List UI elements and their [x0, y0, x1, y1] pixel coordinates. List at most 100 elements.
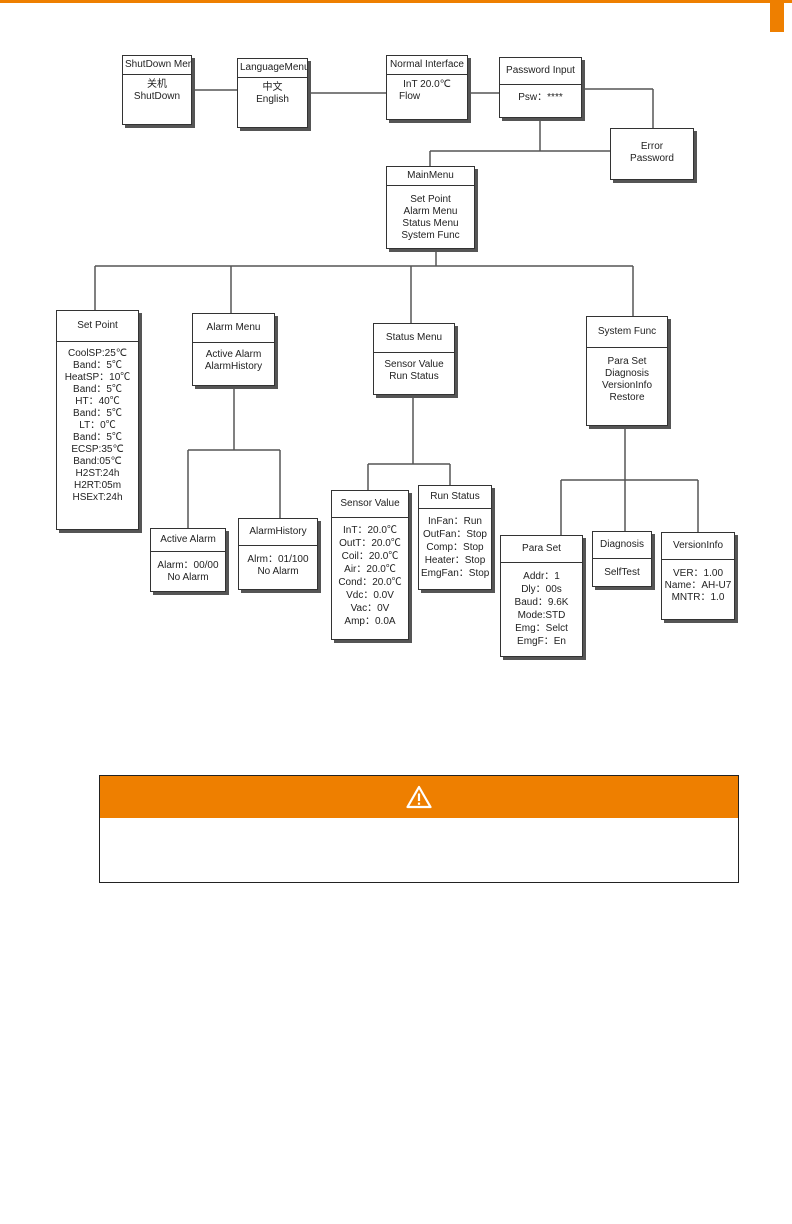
box-line: Vdc：0.0V: [346, 590, 394, 601]
box-line: EmgF：En: [517, 636, 566, 647]
box-line: Amp：0.0A: [344, 616, 396, 627]
box-line: Band:05℃: [73, 456, 122, 467]
box-line: Active Alarm: [205, 349, 262, 360]
box-line: Status Menu: [402, 218, 459, 229]
language-menu-box: LanguageMenu 中文 English: [237, 58, 308, 128]
box-line: InT 20.0℃: [403, 79, 451, 90]
box-line: No Alarm: [167, 572, 209, 583]
box-title: MainMenu: [387, 167, 474, 186]
box-title: VersionInfo: [662, 533, 734, 560]
box-line: HeatSP：10℃: [64, 372, 131, 383]
alarm-menu-box: Alarm Menu Active Alarm AlarmHistory: [192, 313, 275, 386]
box-line: Heater：Stop: [424, 555, 486, 566]
box-line: Cond：20.0℃: [338, 577, 402, 588]
box-line: Diagnosis: [605, 368, 649, 379]
box-line: HT：40℃: [75, 396, 120, 407]
box-line: VER：1.00: [672, 568, 724, 579]
box-line: 关机: [147, 79, 167, 90]
box-title: AlarmHistory: [239, 519, 317, 546]
warning-body-text: [100, 818, 738, 838]
box-title: Status Menu: [374, 324, 454, 353]
box-line: Band：5℃: [73, 408, 122, 419]
main-menu-box: MainMenu Set Point Alarm Menu Status Men…: [386, 166, 475, 249]
box-line: AlarmHistory: [204, 361, 263, 372]
diagnosis-box: Diagnosis SelfTest: [592, 531, 652, 587]
box-line: ShutDown: [133, 91, 181, 102]
box-line: Dly：00s: [521, 584, 562, 595]
warning-header-bar: [100, 776, 738, 818]
box-title: Run Status: [419, 486, 491, 509]
box-line: LT：0℃: [79, 420, 116, 431]
box-line: Flow: [399, 91, 421, 102]
status-menu-box: Status Menu Sensor Value Run Status: [373, 323, 455, 395]
box-line: ECSP:35℃: [71, 444, 124, 455]
alarm-history-box: AlarmHistory Alrm：01/100 No Alarm: [238, 518, 318, 590]
box-line: H2ST:24h: [75, 468, 120, 479]
box-line: Coil：20.0℃: [341, 551, 399, 562]
sensor-value-box: Sensor Value InT：20.0℃ OutT：20.0℃ Coil：2…: [331, 490, 409, 640]
box-line: Addr：1: [523, 571, 560, 582]
box-line: Password: [630, 153, 674, 164]
page-corner-tab: [770, 0, 784, 32]
box-line: SelfTest: [604, 567, 640, 578]
shutdown-menu-box: ShutDown Menu 关机 ShutDown: [122, 55, 192, 125]
box-line: Error: [640, 141, 664, 152]
set-point-box: Set Point CoolSP:25℃ Band：5℃ HeatSP：10℃ …: [56, 310, 139, 530]
box-line: Sensor Value: [384, 359, 444, 370]
box-line: Band：5℃: [73, 360, 122, 371]
box-line: CoolSP:25℃: [67, 348, 128, 359]
box-title: Diagnosis: [593, 532, 651, 559]
box-line: Alarm Menu: [403, 206, 458, 217]
run-status-box: Run Status InFan：Run OutFan：Stop Comp：St…: [418, 485, 492, 590]
box-line: EmgFan：Stop: [421, 568, 490, 579]
box-title: System Func: [587, 317, 667, 348]
connector-lines: [94, 88, 699, 535]
box-line: OutFan：Stop: [423, 529, 487, 540]
box-line: Vac：0V: [350, 603, 390, 614]
system-func-box: System Func Para Set Diagnosis VersionIn…: [586, 316, 668, 426]
box-title: ShutDown Menu: [123, 56, 191, 75]
box-title: Alarm Menu: [193, 314, 274, 343]
box-line: System Func: [401, 230, 460, 241]
password-input-box: Password Input Psw：****: [499, 57, 582, 118]
error-password-box: Error Password: [610, 128, 694, 180]
box-title: LanguageMenu: [238, 59, 307, 78]
box-line: Emg：Selct: [515, 623, 568, 634]
box-line: HSExT:24h: [72, 492, 123, 503]
box-line: English: [256, 94, 289, 105]
box-line: Psw：****: [518, 92, 563, 103]
box-line: Comp：Stop: [426, 542, 484, 553]
active-alarm-box: Active Alarm Alarm：00/00 No Alarm: [150, 528, 226, 592]
box-title: Para Set: [501, 536, 582, 563]
box-line: Set Point: [410, 194, 451, 205]
box-line: Run Status: [389, 371, 439, 382]
box-line: H2RT:05m: [73, 480, 122, 491]
box-line: Name：AH-U7: [664, 580, 732, 591]
box-line: Para Set: [607, 356, 647, 367]
box-line: VersionInfo: [601, 380, 653, 391]
box-line: 中文: [262, 82, 283, 93]
box-line: Restore: [609, 392, 645, 403]
box-line: Alarm：00/00: [157, 560, 219, 571]
box-line: InT：20.0℃: [343, 525, 397, 536]
warning-triangle-icon: [406, 785, 432, 809]
box-line: Air：20.0℃: [344, 564, 396, 575]
box-line: OutT：20.0℃: [339, 538, 401, 549]
box-title: Password Input: [500, 58, 581, 85]
box-line: InFan：Run: [428, 516, 482, 527]
page-top-rule: [0, 0, 792, 3]
box-title: Active Alarm: [151, 529, 225, 552]
box-line: Band：5℃: [73, 432, 122, 443]
box-title: Sensor Value: [332, 491, 408, 518]
warning-callout: [99, 775, 739, 883]
box-line: No Alarm: [257, 566, 299, 577]
box-line: Mode:STD: [517, 610, 566, 621]
box-line: MNTR：1.0: [671, 592, 725, 603]
menu-tree-diagram: ShutDown Menu 关机 ShutDown LanguageMenu 中…: [56, 55, 735, 657]
box-line: Band：5℃: [73, 384, 122, 395]
box-line: Baud：9.6K: [514, 597, 569, 608]
box-title: Normal Interface: [387, 56, 467, 75]
box-title: Set Point: [57, 311, 138, 342]
normal-interface-box: Normal Interface InT 20.0℃ Flow: [386, 55, 468, 120]
version-info-box: VersionInfo VER：1.00 Name：AH-U7 MNTR：1.0: [661, 532, 735, 620]
